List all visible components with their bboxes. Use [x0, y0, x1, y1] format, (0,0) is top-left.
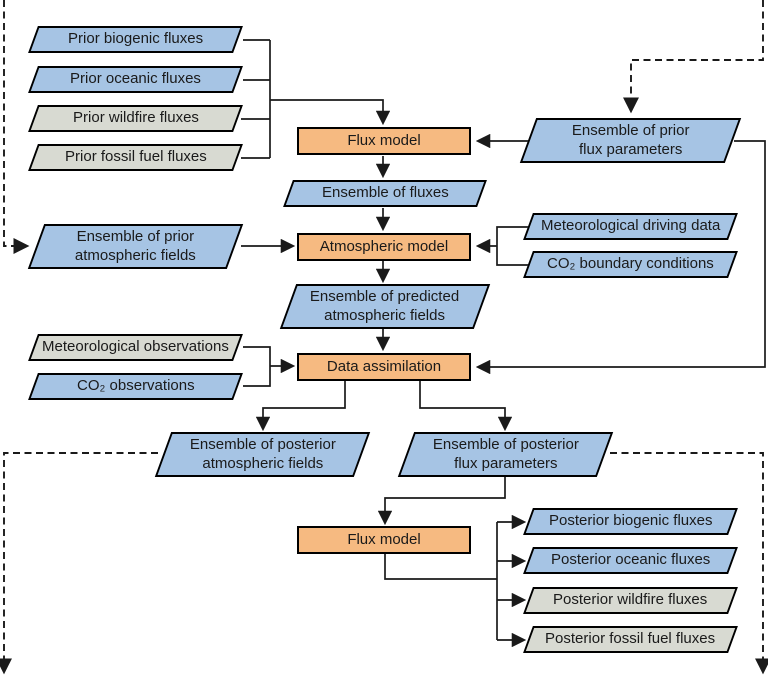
cycle-out-posterior-atm-fields — [0, 452, 158, 675]
node-data-assimilation: Data assimilation — [297, 353, 471, 381]
node-meteorological-observations: Meteorological observations — [28, 334, 243, 361]
node-label: Posterior biogenic fluxes — [548, 512, 713, 530]
node-label: Meteorological observations — [42, 338, 229, 356]
node-label: Posterior wildfire fluxes — [553, 591, 708, 609]
cycle-in-prior-flux-params — [622, 0, 764, 114]
node-label: Ensemble of fluxes — [321, 184, 449, 202]
node-label: Posterior fossil fuel fluxes — [545, 630, 716, 648]
node-ensemble-prior-atmospheric-fields: Ensemble of prior atmospheric fields — [27, 224, 244, 269]
connector-priors-to-flux-model — [270, 99, 391, 126]
connector-posterior-params-to-flux-model — [377, 477, 506, 526]
node-label: Prior fossil fuel fluxes — [64, 148, 207, 166]
connector-data-assimilation-to-posterior-atm — [255, 381, 346, 432]
connector-driving-inputs-bracket — [496, 226, 529, 266]
connector-priors-bus — [241, 39, 271, 159]
node-label: Posterior oceanic fluxes — [550, 551, 711, 569]
node-atmospheric-model: Atmospheric model — [297, 233, 471, 261]
node-label: Data assimilation — [326, 357, 442, 375]
node-label: CO₂ boundary conditions — [547, 255, 714, 273]
node-flux-model-bottom: Flux model — [297, 526, 471, 554]
node-label: Ensemble of posterior flux parameters — [432, 435, 579, 472]
node-meteorological-driving-data: Meteorological driving data — [523, 213, 738, 240]
node-prior-biogenic-fluxes: Prior biogenic fluxes — [28, 26, 243, 53]
node-flux-model-top: Flux model — [297, 127, 471, 155]
node-label: Flux model — [347, 530, 421, 548]
cycle-out-posterior-flux-params — [610, 452, 768, 675]
node-prior-fossil-fuel-fluxes: Prior fossil fuel fluxes — [28, 144, 243, 171]
node-co2-observations: CO₂ observations — [28, 373, 243, 400]
node-posterior-oceanic-fluxes: Posterior oceanic fluxes — [523, 547, 738, 574]
connector-data-assimilation-to-posterior-params — [419, 381, 513, 432]
connector-observations-bracket — [243, 346, 271, 387]
node-posterior-fossil-fuel-fluxes: Posterior fossil fuel fluxes — [523, 626, 738, 653]
node-label: Ensemble of prior flux parameters — [571, 121, 690, 158]
connector-flux-model-output-bus — [384, 522, 498, 640]
node-label: Flux model — [347, 131, 421, 149]
node-posterior-biogenic-fluxes: Posterior biogenic fluxes — [523, 508, 738, 535]
node-label: Prior oceanic fluxes — [70, 70, 201, 88]
node-prior-oceanic-fluxes: Prior oceanic fluxes — [28, 66, 243, 93]
node-co2-boundary-conditions: CO₂ boundary conditions — [523, 251, 738, 278]
cycle-in-prior-atm-fields — [3, 0, 30, 255]
node-label: Ensemble of prior atmospheric fields — [75, 227, 196, 264]
node-ensemble-predicted-atmospheric-fields: Ensemble of predicted atmospheric fields — [279, 284, 491, 329]
node-ensemble-of-fluxes: Ensemble of fluxes — [283, 180, 487, 207]
node-posterior-wildfire-fluxes: Posterior wildfire fluxes — [523, 587, 738, 614]
node-prior-wildfire-fluxes: Prior wildfire fluxes — [28, 105, 243, 132]
node-label: Prior wildfire fluxes — [72, 109, 199, 127]
node-label: Ensemble of predicted atmospheric fields — [310, 287, 460, 324]
connector-prior-params-to-data-assimilation — [475, 140, 766, 375]
node-ensemble-posterior-flux-parameters: Ensemble of posterior flux parameters — [397, 432, 614, 477]
node-label: Atmospheric model — [319, 237, 449, 255]
node-ensemble-posterior-atmospheric-fields: Ensemble of posterior atmospheric fields — [154, 432, 371, 477]
node-label: Prior biogenic fluxes — [67, 30, 204, 48]
node-label: CO₂ observations — [76, 377, 195, 395]
node-label: Ensemble of posterior atmospheric fields — [189, 435, 336, 472]
node-ensemble-prior-flux-parameters: Ensemble of prior flux parameters — [519, 118, 742, 163]
node-label: Meteorological driving data — [540, 217, 721, 235]
